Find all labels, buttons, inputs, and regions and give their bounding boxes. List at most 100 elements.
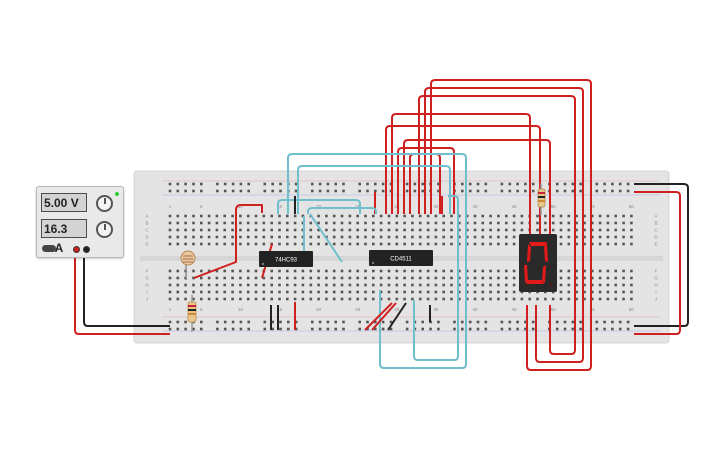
breadboard-hole[interactable] [598,235,602,239]
breadboard-hole[interactable] [481,290,485,294]
rail-hole[interactable] [563,182,567,186]
rail-hole[interactable] [168,327,172,331]
breadboard-hole[interactable] [395,214,399,218]
breadboard-hole[interactable] [348,297,352,301]
breadboard-hole[interactable] [223,283,226,287]
rail-hole[interactable] [168,189,172,193]
breadboard-hole[interactable] [583,214,586,218]
rail-hole[interactable] [579,320,582,324]
breadboard-hole[interactable] [598,242,602,246]
rail-hole[interactable] [555,320,559,324]
breadboard-hole[interactable] [411,276,414,280]
breadboard-hole[interactable] [348,235,352,239]
breadboard-hole[interactable] [473,276,477,280]
breadboard-hole[interactable] [630,214,633,218]
breadboard-hole[interactable] [606,221,610,225]
breadboard-hole[interactable] [583,228,586,232]
breadboard-hole[interactable] [567,228,571,232]
rail-hole[interactable] [531,182,535,186]
breadboard-hole[interactable] [450,290,453,294]
breadboard-hole[interactable] [176,283,180,287]
breadboard-hole[interactable] [309,235,313,239]
breadboard-hole[interactable] [559,228,563,232]
breadboard-hole[interactable] [317,228,320,232]
breadboard-hole[interactable] [481,214,485,218]
breadboard-hole[interactable] [309,221,313,225]
resistor-bottom[interactable] [187,295,197,332]
breadboard-hole[interactable] [591,283,594,287]
blue-wire-8[interactable] [309,213,343,263]
breadboard-hole[interactable] [364,228,367,232]
rail-hole[interactable] [468,189,472,193]
breadboard-hole[interactable] [387,214,391,218]
breadboard-hole[interactable] [630,283,633,287]
breadboard-hole[interactable] [364,290,367,294]
rail-hole[interactable] [626,320,630,324]
breadboard-hole[interactable] [239,283,242,287]
breadboard-hole[interactable] [442,269,445,273]
rail-hole[interactable] [200,320,203,324]
breadboard-hole[interactable] [309,228,313,232]
breadboard-hole[interactable] [270,235,273,239]
breadboard-hole[interactable] [559,221,563,225]
rail-hole[interactable] [579,189,582,193]
breadboard-hole[interactable] [473,228,477,232]
breadboard-hole[interactable] [411,269,414,273]
rail-hole[interactable] [421,182,424,186]
breadboard-hole[interactable] [465,283,469,287]
breadboard-hole[interactable] [512,290,516,294]
breadboard-hole[interactable] [262,283,266,287]
breadboard-hole[interactable] [575,283,578,287]
rail-hole[interactable] [611,189,614,193]
breadboard-hole[interactable] [512,214,516,218]
rail-hole[interactable] [468,327,472,331]
breadboard-hole[interactable] [473,221,477,225]
breadboard-hole[interactable] [301,235,305,239]
rail-hole[interactable] [595,327,599,331]
breadboard-hole[interactable] [301,214,305,218]
rail-hole[interactable] [192,327,195,331]
rail-hole[interactable] [595,320,599,324]
breadboard-hole[interactable] [575,297,578,301]
breadboard-hole[interactable] [364,235,367,239]
breadboard-hole[interactable] [278,276,281,280]
rail-hole[interactable] [571,320,575,324]
breadboard-hole[interactable] [481,228,485,232]
rail-hole[interactable] [500,320,504,324]
breadboard-hole[interactable] [387,283,391,287]
rail-hole[interactable] [318,327,322,331]
rail-hole[interactable] [603,320,606,324]
breadboard-hole[interactable] [450,242,453,246]
breadboard-hole[interactable] [317,221,320,225]
breadboard-hole[interactable] [622,242,625,246]
breadboard-hole[interactable] [364,283,367,287]
rail-hole[interactable] [555,189,559,193]
breadboard-hole[interactable] [559,214,563,218]
rail-hole[interactable] [579,182,582,186]
rail-hole[interactable] [326,182,330,186]
breadboard-hole[interactable] [317,214,320,218]
breadboard-hole[interactable] [465,290,469,294]
breadboard-hole[interactable] [434,290,438,294]
rail-hole[interactable] [287,327,290,331]
breadboard-hole[interactable] [356,290,359,294]
breadboard-hole[interactable] [505,228,508,232]
breadboard-hole[interactable] [379,228,383,232]
breadboard-hole[interactable] [231,276,234,280]
breadboard-hole[interactable] [254,242,258,246]
breadboard-hole[interactable] [293,221,297,225]
rail-hole[interactable] [358,327,361,331]
breadboard-hole[interactable] [411,290,414,294]
breadboard-hole[interactable] [332,228,336,232]
breadboard-hole[interactable] [458,235,461,239]
rail-hole[interactable] [618,189,622,193]
rail-hole[interactable] [476,320,480,324]
breadboard-hole[interactable] [387,235,391,239]
breadboard-hole[interactable] [489,283,492,287]
breadboard-hole[interactable] [567,297,571,301]
rail-hole[interactable] [476,189,480,193]
breadboard-hole[interactable] [239,228,242,232]
breadboard-hole[interactable] [246,235,250,239]
breadboard-hole[interactable] [591,214,594,218]
